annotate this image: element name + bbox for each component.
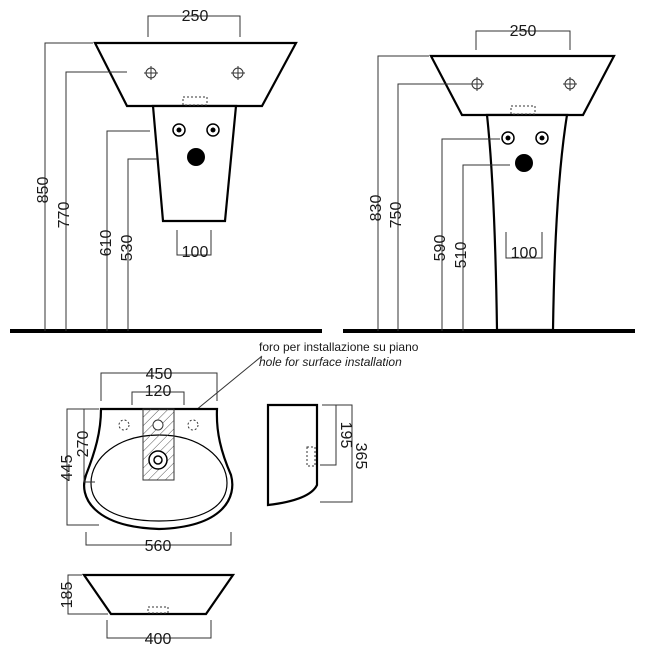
plan-drain-inner [153,455,163,465]
side-outline [266,403,319,507]
drain-hole-icon [187,148,205,166]
dim-side-depth-total: 365 [352,443,369,470]
dim-wall-height-upper-hole: 610 [98,230,115,257]
dim-pedestal-base-width: 100 [511,245,538,262]
dim-plan-bottom-width: 560 [145,538,172,555]
pedestal-basin-elevation: 250 830 750 590 510 100 [343,23,635,333]
pedestal-fixing-hole-right-icon [535,131,549,145]
basin-side-view: 195 365 [266,403,369,507]
full-pedestal [485,113,569,332]
plan-tap-hole-center [152,419,164,431]
dim-pedestal-height-lower-hole: 510 [453,242,470,269]
front-overflow-dashed [147,606,169,614]
dim-pedestal-height-total: 830 [368,195,385,222]
plan-drain-outer [148,450,168,470]
pedestal-tap-hole-right-icon [563,77,577,91]
dim-wall-height-rim: 770 [56,202,73,229]
plan-tap-hole-right-dashed [187,419,199,431]
dim-plan-hole-width: 120 [145,383,172,400]
dim-front-height: 185 [59,582,76,609]
dim-side-depth-small: 195 [337,422,354,449]
dim-pedestal-height-rim: 750 [388,202,405,229]
basin-plan-view: 450 120 445 270 560 [59,366,234,555]
side-overflow-dashed [306,446,316,467]
dim-pedestal-height-upper-hole: 590 [432,235,449,262]
dim-wall-height-total: 850 [35,177,52,204]
plan-tap-hole-left-dashed [118,419,130,431]
fixing-hole-right-icon [206,123,220,137]
basin-front-view: 185 400 [59,573,236,648]
basin-bowl [93,41,298,108]
tap-hole-left-icon [144,66,158,80]
dim-wall-height-lower-hole: 530 [119,235,136,262]
fixing-hole-left-icon [172,123,186,137]
dim-pedestal-width-top: 250 [510,23,537,40]
tap-hole-right-icon [231,66,245,80]
note-english: hole for surface installation [259,355,402,369]
dim-plan-depth-total: 445 [59,455,76,482]
pedestal-basin-bowl [429,54,616,117]
wall-hung-basin-elevation: 250 850 770 610 530 100 [10,8,322,333]
front-outline [81,573,236,616]
dim-plan-top-width: 450 [146,366,173,383]
note-italian: foro per installazione su piano [259,340,419,354]
dim-wall-pedestal-width: 100 [182,244,209,261]
dim-front-bottom-width: 400 [145,631,172,648]
overflow-dashed [182,96,208,106]
pedestal-overflow-dashed [510,105,536,115]
pedestal-drain-hole-icon [515,154,533,172]
plan-inner-bowl [90,434,228,522]
dim-wall-width-top: 250 [182,8,209,25]
hole-note: foro per installazione su piano hole for… [167,340,419,434]
pedestal-fixing-hole-left-icon [501,131,515,145]
dim-plan-depth-hole: 270 [75,431,92,458]
